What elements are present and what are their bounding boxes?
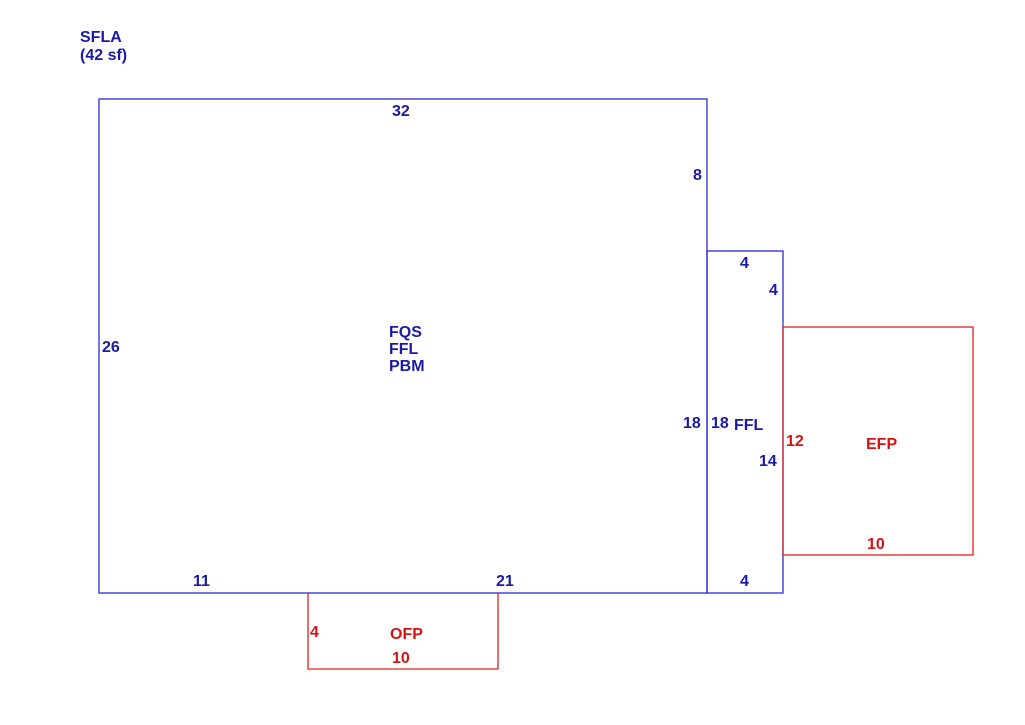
side-dim-right-upper: 4 — [769, 282, 778, 299]
side-dim-right-lower: 14 — [759, 453, 777, 470]
main-area-code-2: FFL — [389, 341, 419, 358]
side-area-code: FFL — [734, 417, 764, 434]
efp-label: EFP — [866, 436, 897, 453]
ofp-dim-left: 4 — [310, 624, 319, 641]
efp-dim-bottom: 10 — [867, 536, 885, 553]
ofp-dim-bottom: 10 — [392, 650, 410, 667]
main-area-code-1: FQS — [389, 324, 422, 341]
main-dim-top: 32 — [392, 103, 410, 120]
main-dim-right-upper: 8 — [693, 167, 702, 184]
sfla-area: (42 sf) — [80, 47, 127, 64]
side-dim-bottom: 4 — [740, 573, 749, 590]
main-area-code-3: PBM — [389, 358, 425, 375]
efp-outline — [782, 326, 974, 556]
ofp-label: OFP — [390, 626, 423, 643]
side-dim-top: 4 — [740, 255, 749, 272]
ofp-outline — [307, 593, 499, 670]
main-dim-left: 26 — [102, 339, 120, 356]
sfla-title: SFLA — [80, 29, 122, 46]
main-dim-bottom-right: 21 — [496, 573, 514, 590]
efp-dim-left: 12 — [786, 433, 804, 450]
main-dim-bottom-left: 11 — [193, 573, 210, 590]
main-dim-right-lower: 18 — [683, 415, 701, 432]
side-dim-left: 18 — [711, 415, 729, 432]
